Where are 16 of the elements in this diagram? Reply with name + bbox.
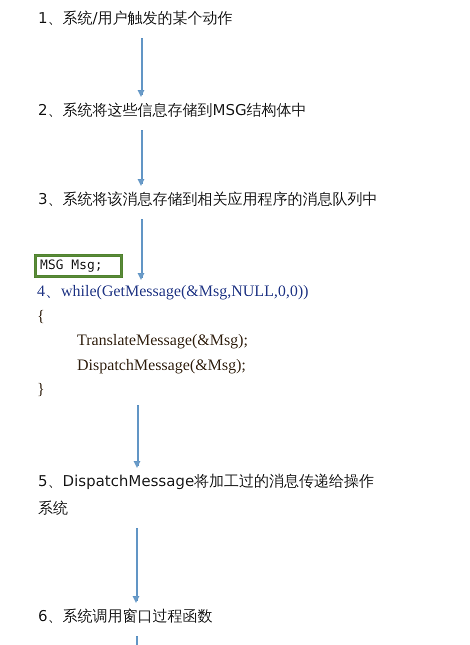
code-line: 4、while(GetMessage(&Msg,NULL,0,0)) bbox=[37, 282, 308, 302]
code-line: } bbox=[37, 380, 45, 400]
step-text: 5、DispatchMessage将加工过的消息传递给操作系统 bbox=[38, 468, 388, 522]
step-text: 6、系统调用窗口过程函数 bbox=[38, 603, 338, 630]
arrow bbox=[138, 219, 144, 280]
step-text: 1、系统/用户触发的某个动作 bbox=[38, 5, 338, 32]
code-line: TranslateMessage(&Msg); bbox=[76, 331, 248, 351]
step-text: 3、系统将该消息存储到相关应用程序的消息队列中 bbox=[38, 186, 468, 213]
arrow bbox=[132, 528, 140, 603]
arrow bbox=[138, 130, 144, 186]
arrow bbox=[138, 38, 144, 97]
code-line: DispatchMessage(&Msg); bbox=[76, 356, 246, 376]
code-line: { bbox=[37, 306, 45, 326]
step-text: 2、系统将这些信息存储到MSG结构体中 bbox=[38, 97, 398, 124]
arrow bbox=[134, 405, 140, 468]
code-box: MSG Msg; bbox=[34, 254, 123, 278]
